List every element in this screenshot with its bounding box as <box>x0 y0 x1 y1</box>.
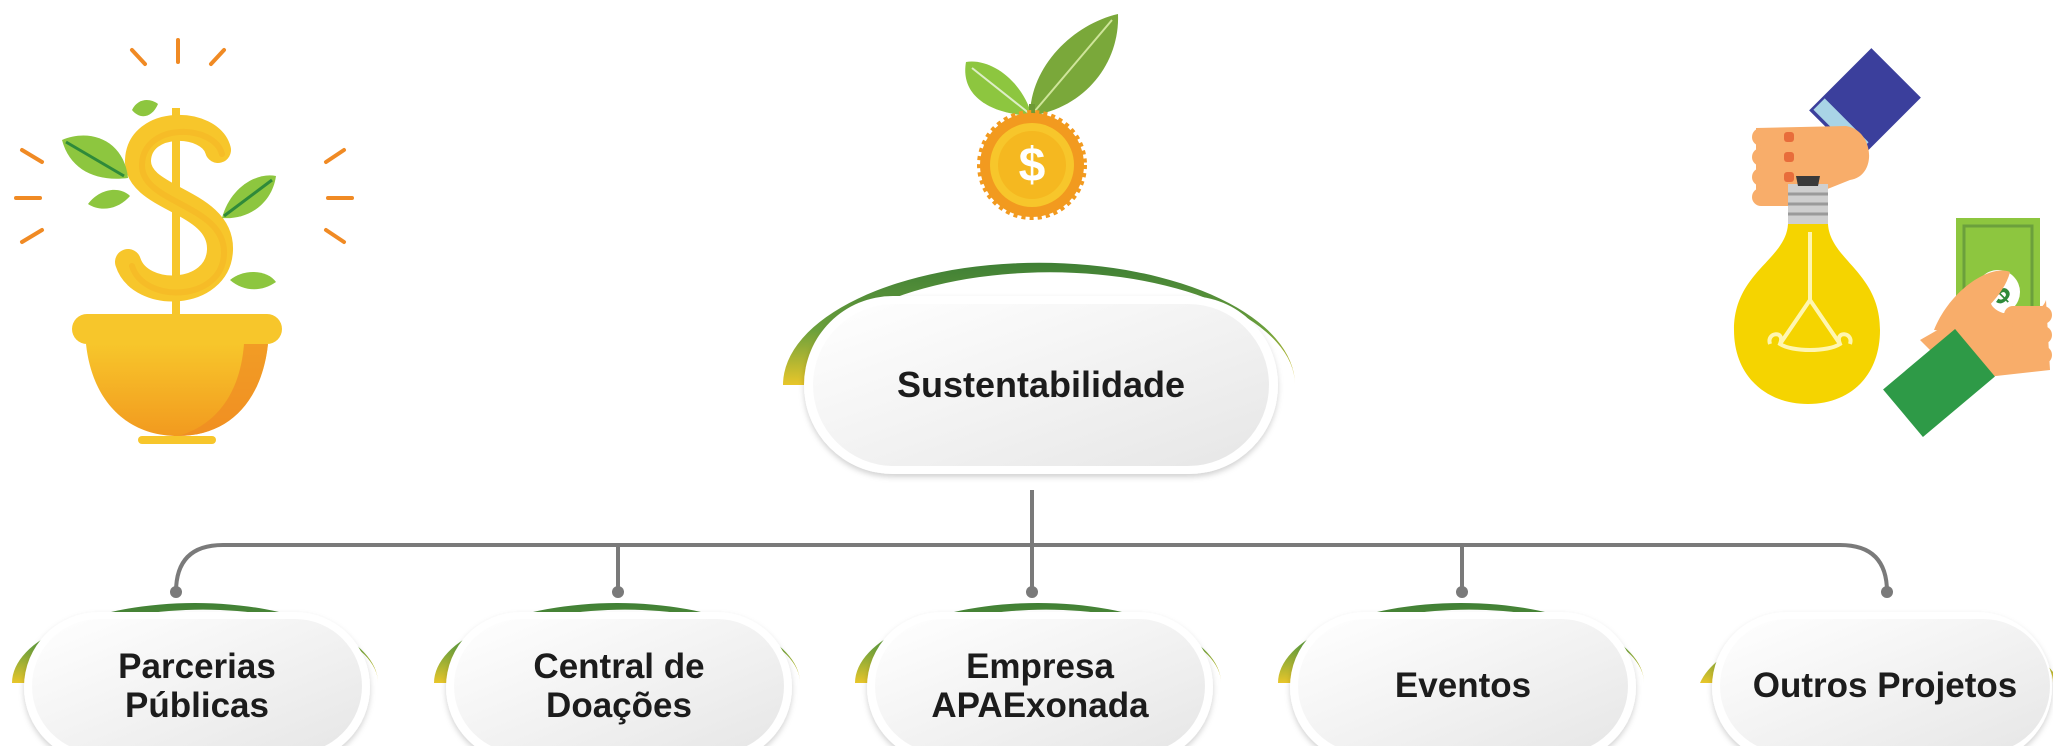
root-node <box>783 262 1295 474</box>
child-node-3 <box>855 603 1221 753</box>
coin-sprout-icon: $ <box>965 14 1119 220</box>
svg-text:$: $ <box>1019 139 1046 192</box>
connector-dots <box>170 586 1893 598</box>
idea-investment-icon: $ <box>1734 48 2052 437</box>
root-node-label: Sustentabilidade <box>896 363 1186 405</box>
child-node-4 <box>1278 603 1644 753</box>
child-node-1-label: Parcerias Públicas <box>118 646 276 725</box>
child-node-5-label: Outros Projetos <box>1752 666 2018 706</box>
money-plant-icon <box>14 38 354 444</box>
child-node-2 <box>434 603 800 753</box>
child-node-5 <box>1700 612 2053 753</box>
connector-lines <box>174 490 1889 593</box>
child-node-4-label: Eventos <box>1394 666 1532 706</box>
child-node-3-label: Empresa APAExonada <box>931 646 1149 725</box>
child-node-1 <box>12 603 378 753</box>
child-node-2-label: Central de Doações <box>533 646 705 725</box>
